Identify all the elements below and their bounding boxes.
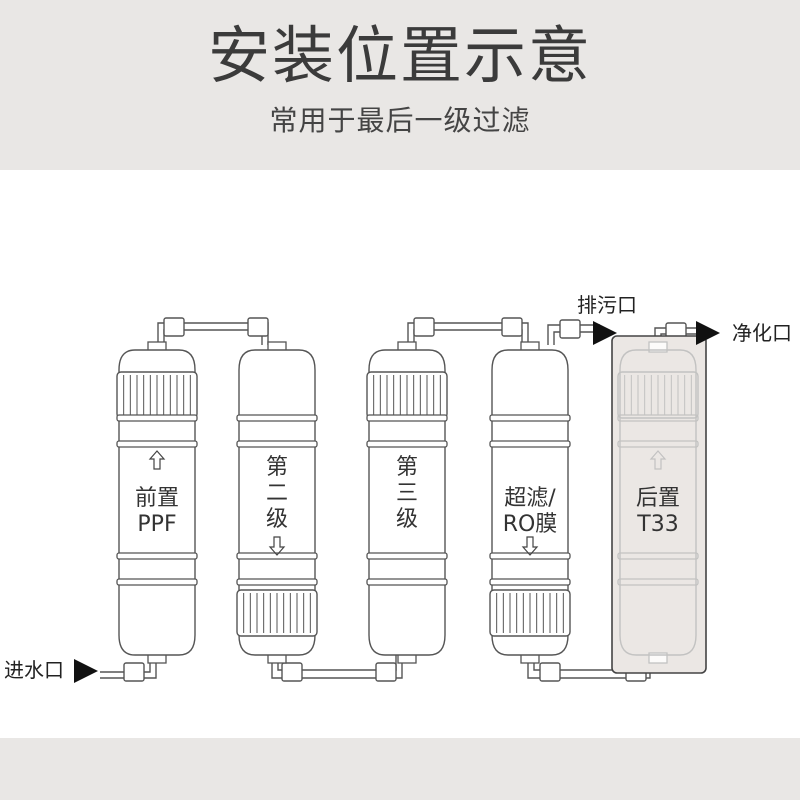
- flow-down-arrow-icon: [268, 536, 286, 556]
- filter-label: 级: [266, 507, 288, 532]
- page-subtitle: 常用于最后一级过滤: [269, 104, 531, 137]
- filter-label: 前置: [135, 486, 179, 511]
- filter-cartridge: [366, 341, 448, 664]
- filter-label: RO膜: [503, 512, 558, 537]
- inlet-label: 进水口: [4, 658, 64, 682]
- filter-cartridge: [489, 341, 571, 664]
- fitting: [247, 317, 269, 337]
- flow-down-arrow-icon: [521, 536, 539, 556]
- filter-label: 后置: [636, 486, 680, 511]
- page-title: 安装位置示意: [207, 19, 592, 92]
- filter-cartridge: [116, 341, 198, 664]
- filter-label: 第: [396, 455, 418, 480]
- filter-label: 超滤/: [504, 486, 556, 511]
- drain-label: 排污口: [577, 293, 637, 317]
- pipe-top-3-4: [407, 322, 529, 345]
- fitting: [123, 662, 145, 682]
- fitting: [559, 319, 581, 339]
- filter-label: 二: [266, 481, 288, 506]
- pipe-bottom-2-3: [271, 655, 403, 679]
- fitting: [539, 662, 561, 682]
- filter-label: T33: [636, 512, 678, 537]
- filter-label: 三: [396, 481, 418, 506]
- filter-label: PPF: [137, 512, 176, 537]
- filter-label: 第: [266, 455, 288, 480]
- flow-up-arrow-icon: [148, 450, 166, 470]
- pipe-drain: [547, 324, 600, 345]
- filter-cartridge: [617, 341, 699, 664]
- filter-cartridge: [236, 341, 318, 664]
- fitting: [375, 662, 397, 682]
- pipe-network: [100, 322, 700, 679]
- fitting: [163, 317, 185, 337]
- fitting: [413, 317, 435, 337]
- fitting: [281, 662, 303, 682]
- outlet-label: 净化口: [732, 321, 792, 345]
- post-filter-highlight: [611, 335, 707, 674]
- flow-up-arrow-icon: [649, 450, 667, 470]
- footer-band: [0, 738, 800, 800]
- fitting: [501, 317, 523, 337]
- filter-label: 级: [396, 507, 418, 532]
- header-banner: 安装位置示意 常用于最后一级过滤: [0, 0, 800, 170]
